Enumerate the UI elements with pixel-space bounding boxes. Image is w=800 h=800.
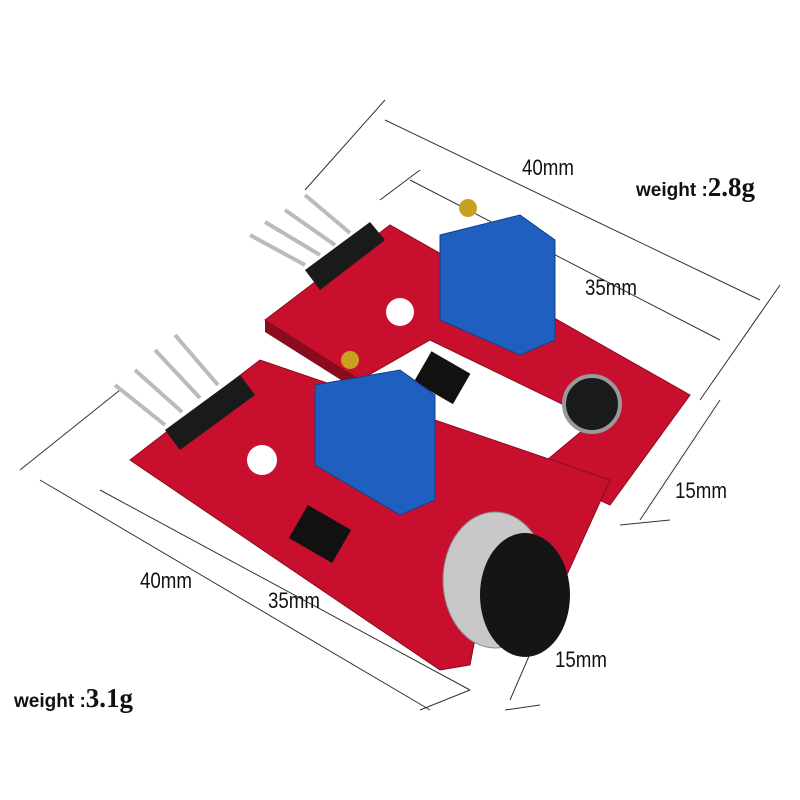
bottom-pcb-length-label: 35mm bbox=[268, 588, 320, 613]
top-weight-label: weight : bbox=[636, 180, 708, 201]
top-sensor-module bbox=[249, 193, 691, 506]
top-weight: weight :2.8g bbox=[636, 172, 755, 203]
bottom-weight-value: 3.1g bbox=[85, 683, 134, 713]
bottom-width-label: 15mm bbox=[555, 647, 607, 672]
bottom-weight-label: weight : bbox=[14, 691, 86, 712]
top-weight-value: 2.8g bbox=[707, 172, 756, 202]
top-pcb-length-label: 35mm bbox=[585, 275, 637, 300]
bottom-weight: weight :3.1g bbox=[14, 683, 133, 714]
bottom-pin-header bbox=[165, 375, 255, 450]
top-pin-header bbox=[305, 222, 385, 290]
bottom-pins bbox=[113, 333, 220, 427]
top-width-label: 15mm bbox=[675, 478, 727, 503]
bottom-sensor-module bbox=[113, 333, 611, 671]
bottom-length-label: 40mm bbox=[140, 568, 192, 593]
top-pins bbox=[249, 193, 352, 267]
top-length-label: 40mm bbox=[522, 155, 574, 180]
